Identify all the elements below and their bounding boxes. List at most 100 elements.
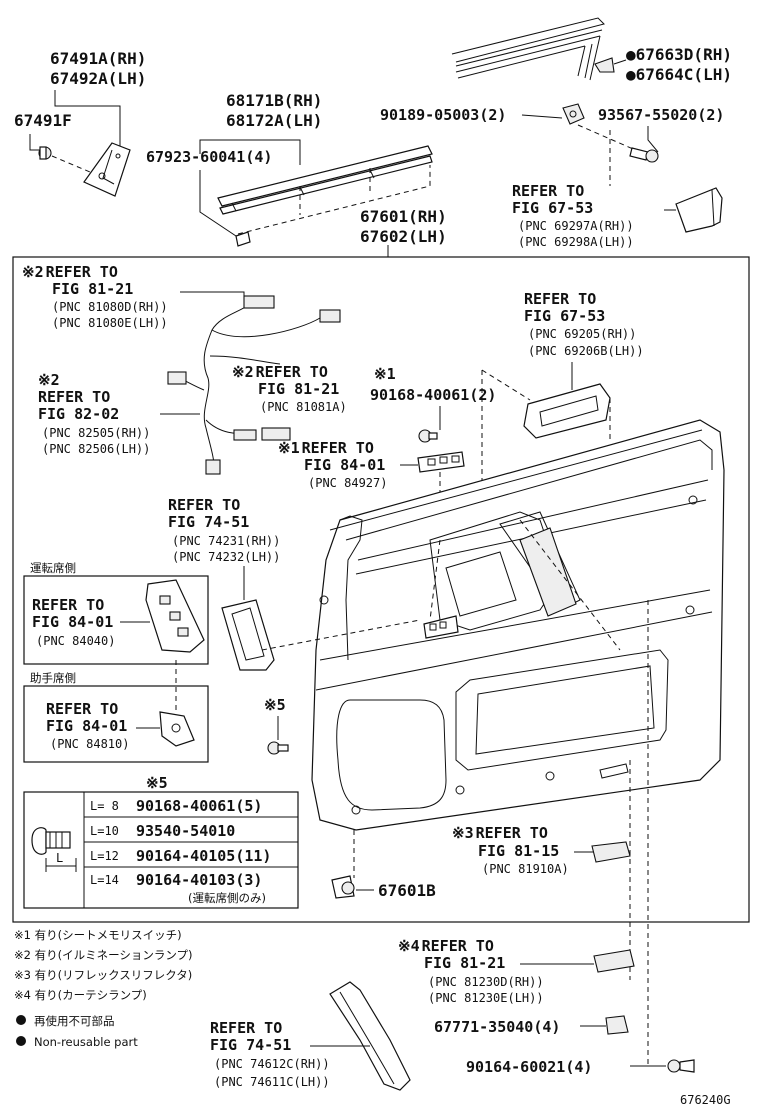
- svg-text:(PNC 81230E(LH)): (PNC 81230E(LH)): [428, 991, 544, 1005]
- screw-dim-icon: L: [31, 827, 77, 872]
- svg-text:FIG 67-53: FIG 67-53: [512, 199, 593, 217]
- label-90164-60021: 90164-60021(4): [466, 1058, 592, 1076]
- table-len-3: L=12: [90, 849, 119, 863]
- svg-text:(PNC 69297A(RH)): (PNC 69297A(RH)): [518, 219, 634, 233]
- table-len-2: L=10: [90, 824, 119, 838]
- mark-5-screw: ※5: [264, 696, 286, 714]
- label-driver-side: 運転席側: [30, 561, 76, 575]
- non-reusable-dot-icon: [16, 1015, 26, 1025]
- svg-text:(PNC 81910A): (PNC 81910A): [482, 862, 569, 876]
- table-len-4: L=14: [90, 873, 119, 887]
- inside-handle-icon: [523, 383, 611, 439]
- svg-text:※2 有り(イルミネーションランプ): ※2 有り(イルミネーションランプ): [14, 948, 193, 962]
- screw-93567-icon: [629, 147, 659, 163]
- svg-text:(PNC 69205(RH)): (PNC 69205(RH)): [528, 327, 636, 341]
- svg-text:(PNC 82506(LH)): (PNC 82506(LH)): [42, 442, 150, 456]
- screw-90164-icon: [667, 1059, 695, 1073]
- svg-text:FIG 81-21: FIG 81-21: [52, 280, 133, 298]
- memory-switch-icon: [417, 451, 465, 473]
- svg-text:FIG 84-01: FIG 84-01: [304, 456, 385, 474]
- svg-text:(PNC 74611C(LH)): (PNC 74611C(LH)): [214, 1075, 330, 1089]
- label-67601b: 67601B: [378, 881, 436, 900]
- table-note: (運転席側のみ): [188, 891, 266, 905]
- door-trim-panel-icon: [311, 419, 725, 831]
- svg-text:REFER TO: REFER TO: [32, 596, 104, 614]
- svg-text:(PNC 69206B(LH)): (PNC 69206B(LH)): [528, 344, 644, 358]
- svg-text:(PNC 74231(RH)): (PNC 74231(RH)): [172, 534, 280, 548]
- svg-text:FIG 81-15: FIG 81-15: [478, 842, 559, 860]
- label-67491a: 67491A(RH): [50, 49, 146, 68]
- table-part-3: 90164-40105(11): [136, 847, 271, 865]
- label-90189: 90189-05003(2): [380, 106, 506, 124]
- screw-table: [23, 791, 299, 909]
- label-67663d: ●67663D(RH): [626, 45, 732, 64]
- courtesy-lamp-icon: [593, 949, 635, 973]
- clip-67491f-icon: [38, 146, 52, 160]
- label-67601: 67601(RH): [360, 207, 447, 226]
- legend: ※1 有り(シートメモリスイッチ) ※2 有り(イルミネーションランプ) ※3 …: [14, 928, 193, 1049]
- label-93567: 93567-55020(2): [598, 106, 724, 124]
- screw-90168-icon: [418, 429, 438, 443]
- svg-text:Non-reusable part: Non-reusable part: [34, 1035, 138, 1049]
- svg-text:FIG 82-02: FIG 82-02: [38, 405, 119, 423]
- svg-text:FIG 84-01: FIG 84-01: [46, 717, 127, 735]
- main-assembly-frame: [12, 256, 750, 923]
- ref-fig-82-02: REFER TO FIG 82-02 (PNC 82505(RH)) (PNC …: [38, 388, 150, 456]
- svg-text:FIG 74-51: FIG 74-51: [168, 513, 249, 531]
- label-67771: 67771-35040(4): [434, 1018, 560, 1036]
- label-67602: 67602(LH): [360, 227, 447, 246]
- reflector-icon: [591, 841, 631, 863]
- svg-text:(PNC 84927): (PNC 84927): [308, 476, 387, 490]
- table-part-2: 93540-54010: [136, 822, 235, 840]
- svg-text:REFER TO: REFER TO: [38, 388, 110, 406]
- non-reusable-dot-icon-2: [16, 1036, 26, 1046]
- master-switch-icon: [145, 579, 205, 653]
- svg-text:FIG 81-21: FIG 81-21: [424, 954, 505, 972]
- clip-67601b-icon: [331, 875, 355, 899]
- bracket-67491a-icon: [83, 142, 131, 197]
- clip-67771-icon: [605, 1015, 629, 1035]
- svg-text:※3 有り(リフレックスリフレクタ): ※3 有り(リフレックスリフレクタ): [14, 968, 192, 982]
- svg-text:(PNC 81080E(LH)): (PNC 81080E(LH)): [52, 316, 168, 330]
- mark-5-table: ※5: [146, 774, 168, 792]
- svg-text:(PNC 74232(LH)): (PNC 74232(LH)): [172, 550, 280, 564]
- svg-text:(PNC 84040): (PNC 84040): [36, 634, 115, 648]
- ref-fig-67-53-handle: REFER TO FIG 67-53 (PNC 69205(RH)) (PNC …: [524, 290, 644, 358]
- glass-molding-icon: [451, 17, 605, 81]
- svg-text:(PNC 69298A(LH)): (PNC 69298A(LH)): [518, 235, 634, 249]
- mark-1-screw: ※1: [374, 365, 396, 383]
- label-68171b: 68171B(RH): [226, 91, 322, 110]
- armrest-cover-icon: [329, 981, 411, 1091]
- table-len-1: L= 8: [90, 799, 119, 813]
- svg-text:REFER TO: REFER TO: [524, 290, 596, 308]
- driver-side-box: [23, 575, 209, 665]
- label-67492a: 67492A(LH): [50, 69, 146, 88]
- svg-text:(PNC 81081A): (PNC 81081A): [260, 400, 347, 414]
- svg-text:FIG 81-21: FIG 81-21: [258, 380, 339, 398]
- table-part-4: 90164-40103(3): [136, 871, 262, 889]
- ref-fig-84-01-84810: REFER TO FIG 84-01 (PNC 84810): [46, 700, 129, 751]
- svg-text:※1 有り(シートメモリスイッチ): ※1 有り(シートメモリスイッチ): [14, 928, 182, 942]
- drawing-number: 676240G: [680, 1093, 731, 1107]
- svg-text:FIG 84-01: FIG 84-01: [32, 613, 113, 631]
- table-part-1: 90168-40061(5): [136, 797, 262, 815]
- svg-text:REFER TO: REFER TO: [210, 1019, 282, 1037]
- molding-clip-icon: [594, 57, 615, 73]
- svg-text:(PNC 82505(RH)): (PNC 82505(RH)): [42, 426, 150, 440]
- svg-text:REFER TO: REFER TO: [168, 496, 240, 514]
- wire-harness-icon: [167, 295, 341, 475]
- label-90168-2: 90168-40061(2): [370, 386, 496, 404]
- svg-text:REFER TO: REFER TO: [46, 700, 118, 718]
- ref-fig-67-53-mirror: REFER TO FIG 67-53 (PNC 69297A(RH)) (PNC…: [512, 182, 634, 249]
- weatherstrip-icon: [217, 145, 433, 215]
- screw-5-icon: [267, 741, 289, 755]
- dim-l: L: [56, 851, 63, 865]
